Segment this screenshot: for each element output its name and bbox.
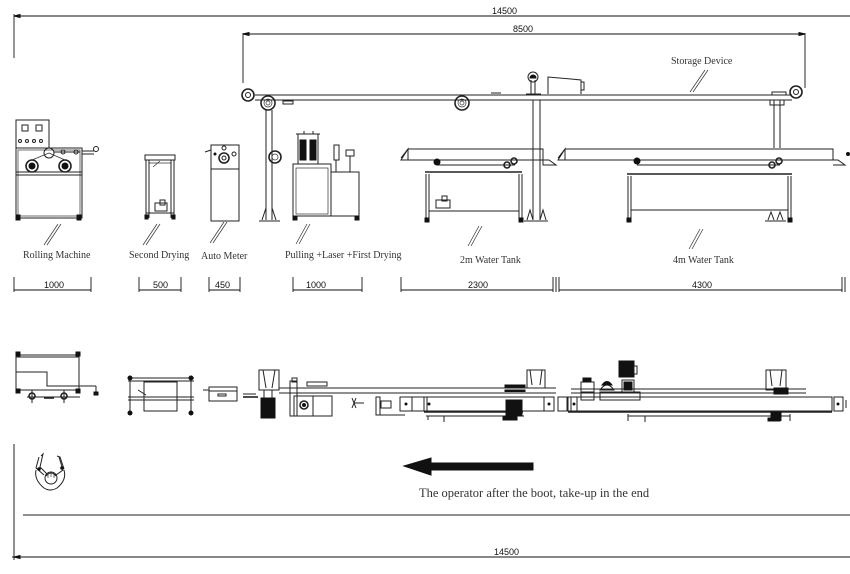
water-tank-2m-label: 2m Water Tank xyxy=(460,255,521,266)
dimension-water-tank-2m: 2300 xyxy=(468,280,488,290)
dimension-overall-top-text: 14500 xyxy=(492,6,517,16)
storage-device-label: Storage Device xyxy=(671,56,733,67)
auto-meter: Auto Meter xyxy=(201,144,248,262)
water-tank-4m: 4m Water Tank xyxy=(557,147,850,266)
dimension-storage-span: 8500 xyxy=(242,24,806,88)
second-drying: Second Drying xyxy=(129,154,189,261)
plan-view xyxy=(15,351,847,422)
dimension-water-tank-4m: 4300 xyxy=(692,280,712,290)
rolling-machine-label: Rolling Machine xyxy=(23,250,91,261)
dimension-rolling-machine: 1000 xyxy=(44,280,64,290)
dimension-overall-top: 14500 xyxy=(13,6,850,58)
dimension-storage-span-text: 8500 xyxy=(513,24,533,34)
frame-lines xyxy=(13,444,850,560)
water-tank-4m-label: 4m Water Tank xyxy=(673,255,734,266)
storage-left-pole xyxy=(259,110,282,222)
section-dimensions: 1000 500 450 1000 2300 4300 xyxy=(13,277,846,292)
operator-top-view-icon xyxy=(35,452,66,491)
dimension-pulling: 1000 xyxy=(306,280,326,290)
direction-note: The operator after the boot, take-up in … xyxy=(419,486,650,500)
pulling-laser-first-drying-label: Pulling +Laser +First Drying xyxy=(285,250,402,261)
water-tank-2m: 2m Water Tank xyxy=(400,147,558,266)
pulling-laser-first-drying: Pulling +Laser +First Drying xyxy=(285,131,402,261)
storage-device: Storage Device xyxy=(241,56,803,220)
dimension-overall-bottom: 14500 xyxy=(12,547,850,560)
dimension-overall-bottom-text: 14500 xyxy=(494,547,519,557)
dimension-auto-meter: 450 xyxy=(215,280,230,290)
auto-meter-label: Auto Meter xyxy=(201,251,248,262)
rolling-machine: Rolling Machine xyxy=(15,119,99,261)
second-drying-label: Second Drying xyxy=(129,250,189,261)
dimension-second-drying: 500 xyxy=(153,280,168,290)
arrow-left-icon xyxy=(402,457,534,476)
